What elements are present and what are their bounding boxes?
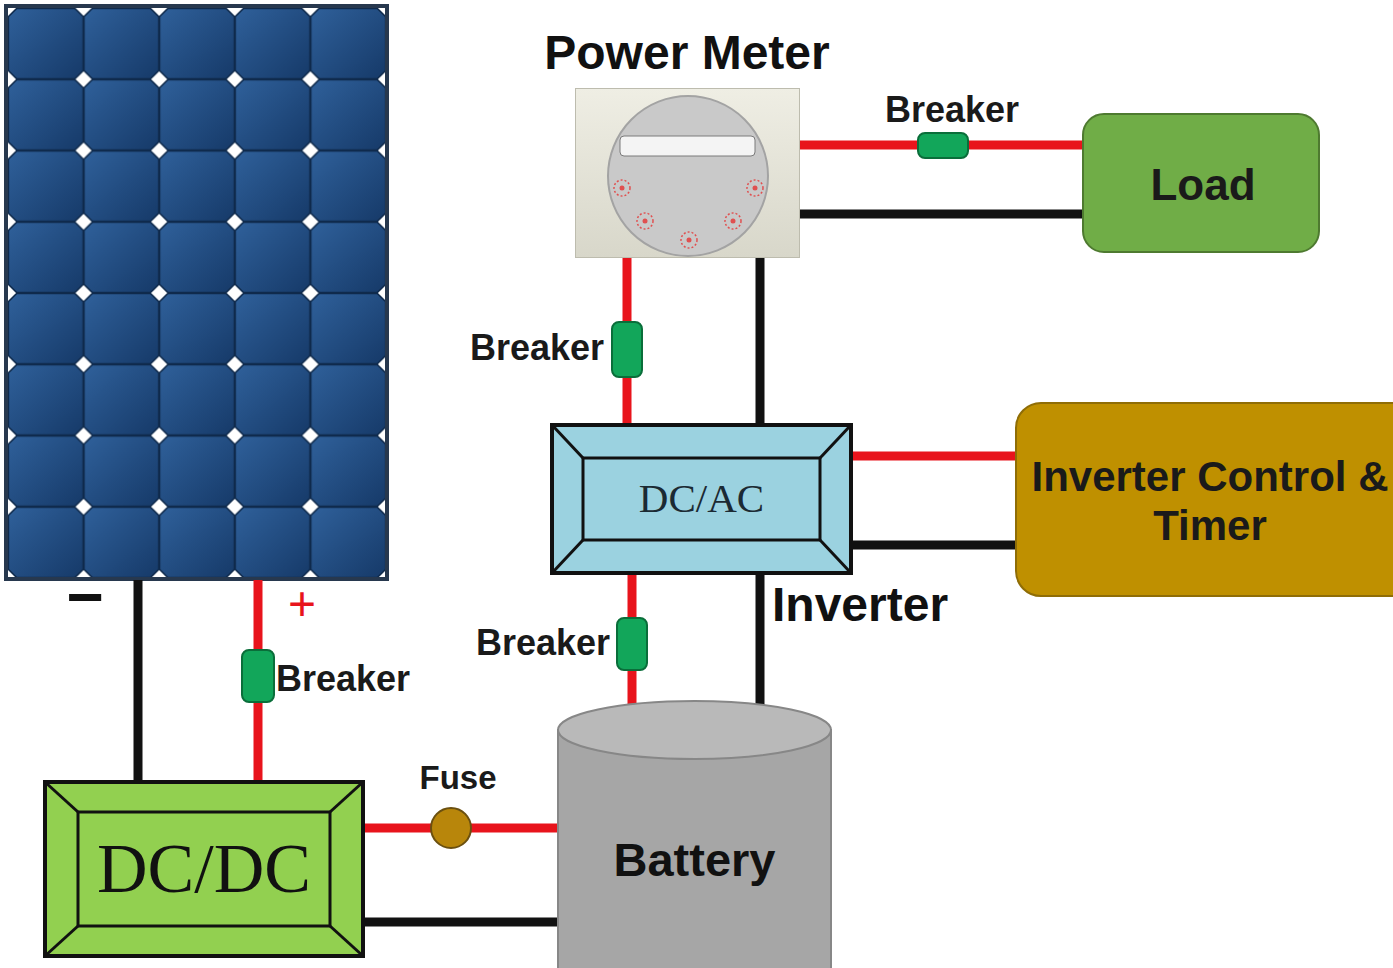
- meter-display: [620, 136, 755, 156]
- meter-terminal: [681, 232, 697, 248]
- frame-bevel: [45, 926, 78, 956]
- node-label: Battery: [614, 833, 776, 887]
- frame-outer: [45, 782, 363, 956]
- node-heading-holder: Power Meter: [527, 24, 847, 82]
- meter-terminal-dot: [753, 186, 758, 191]
- frame-bevel: [552, 425, 583, 458]
- panel-border: [6, 6, 387, 579]
- frame-outer: [552, 425, 851, 573]
- breaker-symbol: [918, 133, 968, 158]
- node-label-holder: Battery: [557, 815, 832, 905]
- meter-dial: [608, 96, 768, 256]
- breaker-label: Breaker: [470, 327, 604, 368]
- frame-bevel: [330, 782, 363, 812]
- meter-terminal: [637, 213, 653, 229]
- frame-bevel: [45, 782, 78, 812]
- breaker-symbol: [242, 650, 274, 702]
- node-heading: Power Meter: [544, 25, 829, 80]
- frame-inner: [583, 458, 820, 540]
- node-heading-holder: Inverter: [772, 577, 972, 633]
- node-label: DC/DC: [97, 829, 311, 910]
- edge-label-holder: Fuse: [408, 758, 508, 798]
- fuse-symbol: [431, 808, 471, 848]
- negative-wire: [756, 258, 765, 423]
- node-label: Inverter Control & Timer: [1025, 453, 1393, 550]
- panel-negative-wire: [134, 580, 143, 780]
- battery-top: [558, 701, 831, 759]
- breaker-symbol: [612, 322, 642, 377]
- meter-terminal-dot: [620, 186, 625, 191]
- node-heading: Inverter: [772, 577, 948, 632]
- meter-terminal: [725, 213, 741, 229]
- power-meter: Power Meter: [575, 88, 800, 258]
- breaker-label: Breaker: [276, 658, 410, 699]
- edge-label-holder: Breaker: [882, 88, 1022, 132]
- inverter-box: DC/ACInverter: [550, 423, 853, 575]
- battery-cylinder: Battery: [557, 700, 832, 968]
- polarity-sign-holder: +: [277, 576, 327, 632]
- load-box: Load: [1082, 113, 1320, 253]
- node-label-holder: DC/DC: [78, 812, 330, 926]
- polarity-sign-holder: −: [50, 561, 120, 635]
- frame-bevel: [820, 425, 851, 458]
- meter-terminal-dot: [731, 219, 736, 224]
- frame-bevel: [820, 540, 851, 573]
- power-meter-outline: [575, 88, 800, 258]
- node-label-holder: Load: [1084, 115, 1322, 255]
- positive-wire: [853, 452, 1015, 461]
- negative-wire: [853, 541, 1015, 550]
- breaker-label: Breaker: [885, 89, 1019, 130]
- breaker-label: Breaker: [476, 622, 610, 663]
- breaker-label-holder: Breaker: [276, 656, 416, 702]
- meter-housing: [576, 89, 800, 258]
- node-label: DC/AC: [639, 475, 764, 522]
- control-box: Inverter Control & Timer: [1015, 402, 1393, 597]
- polarity-sign: +: [288, 576, 316, 631]
- charge-controller-box: DC/DC: [43, 780, 365, 958]
- meter-terminal: [614, 180, 630, 196]
- node-label-holder: DC/AC: [583, 458, 820, 540]
- edge-label-holder: Breaker: [462, 325, 604, 371]
- node-label: Load: [1150, 160, 1255, 211]
- edge-label-holder: Breaker: [468, 620, 610, 666]
- panel-frame: [6, 6, 387, 579]
- negative-wire: [800, 210, 1082, 219]
- polarity-sign: −: [66, 561, 103, 635]
- node-label-holder: Inverter Control & Timer: [1025, 404, 1393, 599]
- meter-terminal-dot: [687, 238, 692, 243]
- battery-body: [558, 730, 831, 968]
- fuse-label: Fuse: [419, 759, 496, 797]
- frame-inner: [78, 812, 330, 926]
- frame-bevel: [330, 926, 363, 956]
- negative-wire: [365, 918, 557, 927]
- meter-terminal: [747, 180, 763, 196]
- panel-cells: [8, 8, 386, 578]
- meter-terminal-dot: [643, 219, 648, 224]
- breaker-symbol: [617, 618, 647, 670]
- frame-bevel: [552, 540, 583, 573]
